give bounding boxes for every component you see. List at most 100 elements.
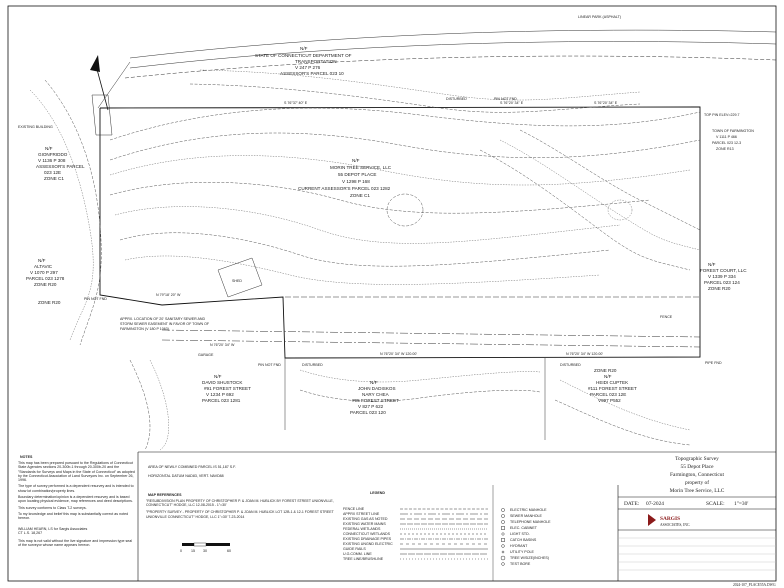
svg-text:ELEC. CABINET: ELEC. CABINET [510, 526, 538, 530]
parcel-shustock: N/F DAVID SHUSTOCK #91 FOREST STREET V 1… [202, 374, 251, 403]
svg-text:N/F: N/F [708, 262, 716, 267]
svg-text:ZONE R20: ZONE R20 [34, 282, 57, 287]
svg-text:V 1298 P 168: V 1298 P 168 [342, 179, 370, 184]
scale-value: 1"=30' [734, 501, 748, 507]
svg-text:STATE OF CONNECTICUT DEPARTMEN: STATE OF CONNECTICUT DEPARTMENT OF [255, 53, 352, 58]
linear-park: LINEAR PARK (ASPHALT) [124, 15, 777, 79]
svg-text:HYDRANT: HYDRANT [510, 544, 528, 548]
svg-text:LEGEND: LEGEND [370, 491, 385, 495]
bearing-top-left: S 76°37' 40" E [284, 101, 308, 105]
svg-text:N/F: N/F [214, 374, 222, 379]
svg-text:TEST BORE: TEST BORE [510, 562, 531, 566]
bearing-top-mid: S 76°20' 34" E [500, 101, 524, 105]
note-5: To my knowledge and belief this map is s… [18, 511, 129, 521]
svg-text:TELEPHONE MANHOLE: TELEPHONE MANHOLE [510, 520, 551, 524]
svg-text:ALTAVIC: ALTAVIC [34, 264, 53, 269]
svg-text:55 DEPOT PLACE: 55 DEPOT PLACE [338, 172, 376, 177]
svg-text:HEIDI CUPTEK: HEIDI CUPTEK [596, 380, 629, 385]
svg-text:#111 FOREST STREET: #111 FOREST STREET [588, 386, 637, 391]
disturbed-top: DISTURBED [446, 97, 467, 101]
svg-text:STORM SEWER EASEMENT IN FAVOR: STORM SEWER EASEMENT IN FAVOR OF TOWN OF [120, 322, 210, 326]
svg-text:CURRENT ASSESSOR'S PARCEL 023: CURRENT ASSESSOR'S PARCEL 023 1282 [298, 186, 391, 191]
svg-text:FENCE LINE: FENCE LINE [343, 507, 365, 511]
svg-text:N/F: N/F [300, 46, 308, 51]
svg-text:ZONE R20: ZONE R20 [708, 286, 731, 291]
validity-note: This map is not valid without the live s… [18, 539, 133, 548]
svg-text:V 1136 P 308: V 1136 P 308 [38, 158, 66, 163]
legend: LEGEND FENCE LINE APPRX STREET LINE EXIS… [343, 491, 551, 566]
pin-not-fnd-bottom: PIN NOT FND [258, 363, 281, 367]
fence-label: FENCE [660, 315, 673, 319]
north-arrow-icon [90, 55, 109, 111]
svg-text:EXISTING DRAINAGE PIPES: EXISTING DRAINAGE PIPES [343, 537, 392, 541]
svg-text:EXISTING UNGND ELECTRIC: EXISTING UNGND ELECTRIC [343, 542, 393, 546]
svg-text:15: 15 [191, 549, 195, 553]
svg-text:NOTES: NOTES [20, 455, 33, 459]
title-block: Topographic Survey 55 Depot Place Farmin… [618, 456, 776, 587]
svg-text:APPRX STREET LINE: APPRX STREET LINE [343, 512, 380, 516]
svg-text:V 247 P 276: V 247 P 276 [295, 65, 321, 70]
svg-text:MORIN TREE SERVICE, LLC: MORIN TREE SERVICE, LLC [330, 165, 392, 170]
note-3: Boundary determination/opinion is a depe… [18, 495, 133, 504]
parcel-subject: N/F MORIN TREE SERVICE, LLC 55 DEPOT PLA… [298, 158, 392, 198]
svg-text:FEDERAL WETLANDS: FEDERAL WETLANDS [343, 527, 381, 531]
svg-text:PARCEL 023 120: PARCEL 023 120 [350, 410, 386, 415]
svg-text:LIGHT STD.: LIGHT STD. [510, 532, 530, 536]
top-pin-label: TOP PIN ELEV=229.7 [704, 113, 740, 117]
title-address: 55 Depot Place [681, 464, 715, 470]
title-town: Farmington, Connecticut [670, 472, 724, 478]
svg-text:PARCEL 023 1281: PARCEL 023 1281 [202, 398, 241, 403]
bearing-south-right: N 76°20' 34" W 120.00' [566, 352, 603, 356]
svg-text:TRANSPORTATION: TRANSPORTATION [295, 59, 337, 64]
easement-note: APPRX. LOCATION OF 20' SANITARY SEWER AN… [120, 317, 210, 331]
linear-park-label: LINEAR PARK (ASPHALT) [578, 15, 621, 19]
sheet-border [7, 5, 777, 582]
svg-text:#95 FOREST STREET: #95 FOREST STREET [352, 398, 399, 403]
garage-label: GARAGE [198, 353, 214, 357]
svg-text:ELECTRIC MANHOLE: ELECTRIC MANHOLE [510, 508, 547, 512]
svg-text:NARY CHEA: NARY CHEA [362, 392, 390, 397]
notes-block: NOTES This map has been prepared pursuan… [18, 455, 135, 548]
parcel-dadiskos: N/F JOHN DADISKOS NARY CHEA #95 FOREST S… [350, 380, 399, 415]
svg-text:PARCEL 023 124: PARCEL 023 124 [704, 280, 740, 285]
svg-text:APPRX. LOCATION OF 20' SANITAR: APPRX. LOCATION OF 20' SANITARY SEWER AN… [120, 317, 205, 321]
svg-text:N/F: N/F [352, 158, 360, 163]
svg-text:ZONE C1: ZONE C1 [350, 193, 370, 198]
zone-r20-right: ZONE R20 [594, 368, 617, 373]
signature-line-2: CT L.S. 18,267 [18, 530, 43, 535]
svg-text:TREE LINE/BRUSHLINE: TREE LINE/BRUSHLINE [343, 557, 384, 561]
note-2: The type of survey performed is a depend… [18, 484, 134, 493]
note-1: This map has been prepared pursuant to t… [18, 461, 135, 483]
svg-text:SEWER MANHOLE: SEWER MANHOLE [510, 514, 543, 518]
existing-building [91, 94, 113, 136]
pipe-fnd-label: PIPE FND [705, 361, 722, 365]
contour-lines [29, 69, 701, 451]
svg-text:MAP REFERENCES: MAP REFERENCES [148, 493, 182, 497]
svg-text:SHED: SHED [232, 279, 242, 283]
svg-text:EXISTING GAS AS NOTED: EXISTING GAS AS NOTED [343, 517, 388, 521]
area-line-2: HORIZONTAL DATUM NAD83, VERT. NAVD88 [148, 474, 224, 478]
svg-text:30: 30 [203, 549, 207, 553]
svg-text:JOHN DADISKOS: JOHN DADISKOS [358, 386, 396, 391]
svg-text:EXISTING WATER MAINS: EXISTING WATER MAINS [343, 522, 386, 526]
existing-building-label: EXISTING BUILDING [18, 125, 53, 129]
svg-text:PARCEL 023 1278: PARCEL 023 1278 [26, 276, 65, 281]
map-ref-2: "PROPERTY SURVEY - PROPERTY OF CHRISTOPH… [146, 510, 334, 519]
svg-text:V 1070 P 297: V 1070 P 297 [30, 270, 58, 275]
bearing-south-mid: N 76°20' 34" W 120.00' [380, 352, 417, 356]
scale-bar: 0 15 30 60 [180, 542, 231, 553]
bearing-top-right: S 76°20' 34" E [594, 101, 618, 105]
svg-text:0: 0 [180, 549, 182, 553]
svg-text:CONNECTICUT WETLANDS: CONNECTICUT WETLANDS [343, 532, 391, 536]
parcel-gionfriddo: N/F GIONFRIDDO V 1136 P 308 ASSESSOR'S P… [36, 146, 85, 181]
parcel-altavic: N/F ALTAVIC V 1070 P 297 PARCEL 023 1278… [26, 258, 65, 287]
svg-text:UTILITY POLE: UTILITY POLE [510, 550, 535, 554]
svg-text:TREE W/SIZE(INCHES): TREE W/SIZE(INCHES) [510, 556, 549, 560]
svg-text:DAVID SHUSTOCK: DAVID SHUSTOCK [202, 380, 243, 385]
svg-text:FOREST COURT, LLC: FOREST COURT, LLC [700, 268, 747, 273]
parcel-state: N/F STATE OF CONNECTICUT DEPARTMENT OF T… [255, 46, 352, 76]
disturbed-right: DISTURBED [560, 363, 581, 367]
svg-text:ASSESSOR'S PARCEL: ASSESSOR'S PARCEL [36, 164, 85, 169]
firm-logo: SARGIS ASSOCIATES, INC. [648, 514, 690, 528]
